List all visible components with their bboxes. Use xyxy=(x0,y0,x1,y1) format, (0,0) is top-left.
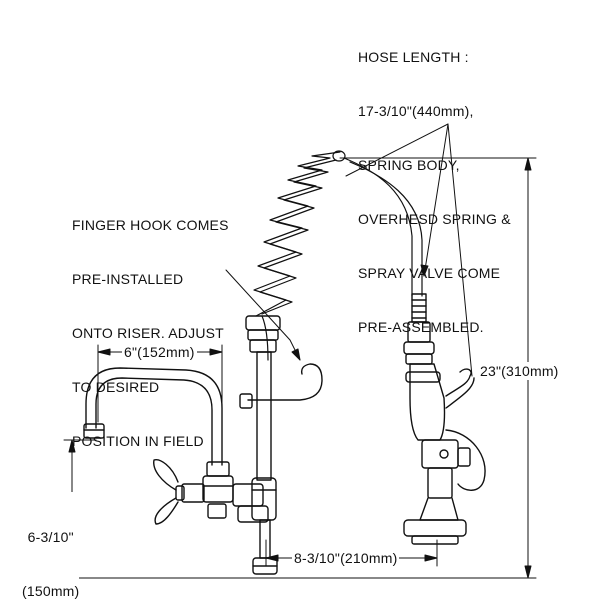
hose-note-line: SPRING BODY, xyxy=(358,157,460,173)
finger-note-line: ONTO RISER. ADJUST xyxy=(72,325,224,341)
hose-note-line: PRE-ASSEMBLED. xyxy=(358,319,484,335)
leader-lines xyxy=(225,123,473,377)
swing-spout xyxy=(83,367,223,466)
spout-height-mm: (150mm) xyxy=(22,583,80,599)
hose-note-line: 17-3/10"(440mm), xyxy=(358,103,474,119)
finger-hook-note: FINGER HOOK COMES PRE-INSTALLED ONTO RIS… xyxy=(72,180,229,468)
hose xyxy=(261,157,423,361)
spout-height-in: 6-3/10" xyxy=(27,529,74,545)
hose-note-line: OVERHESD SPRING & xyxy=(358,211,511,227)
hose-note-line: SPRAY VALVE COME xyxy=(358,265,501,281)
finger-hook xyxy=(239,363,323,409)
spring-coil xyxy=(253,150,346,317)
hose-note-line: HOSE LENGTH : xyxy=(358,49,469,65)
riser xyxy=(245,315,281,575)
finger-note-line: TO DESIRED xyxy=(72,379,160,395)
center-spacing-label: 8-3/10"(210mm) xyxy=(292,549,400,567)
hose-length-note: HOSE LENGTH : 17-3/10"(440mm), SPRING BO… xyxy=(358,12,511,354)
total-height-label: 23"(310mm) xyxy=(478,362,561,380)
spray-valve xyxy=(403,293,486,545)
spout-height-label: 6-3/10" (150mm) xyxy=(22,492,80,600)
finger-note-line: POSITION IN FIELD xyxy=(72,433,204,449)
spout-reach-label: 6"(152mm) xyxy=(122,343,197,361)
finger-note-line: PRE-INSTALLED xyxy=(72,271,184,287)
faucet-body xyxy=(153,459,269,525)
finger-note-line: FINGER HOOK COMES xyxy=(72,217,229,233)
